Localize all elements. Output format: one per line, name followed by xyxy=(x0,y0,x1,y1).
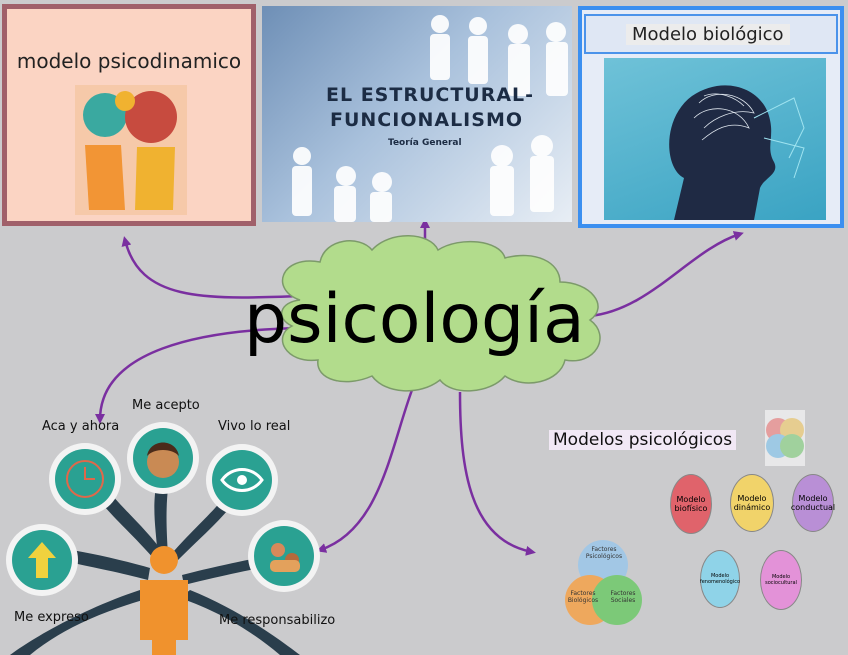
estructural-title-line2: FUNCIONALISMO xyxy=(330,109,523,131)
bubble-label: Modelo fenomenológico xyxy=(699,573,741,585)
venn-right-label: Factores Sociales xyxy=(610,590,636,604)
venn-left-label: Factores Biológicos xyxy=(567,590,599,604)
venn-top-label: Factores Psicológicos xyxy=(585,546,623,560)
person-body xyxy=(140,580,188,655)
paper-people-image xyxy=(292,15,568,222)
card-title: Modelo biológico xyxy=(626,24,790,45)
brain-head-image xyxy=(604,58,826,220)
arrow-to-biologico xyxy=(589,231,744,318)
estructural-title-line1: EL ESTRUCTURAL- xyxy=(326,84,535,106)
estructural-subtitle: Teoría General xyxy=(388,138,462,148)
venn-panel: Factores Psicológicos Factores Biológico… xyxy=(550,532,656,633)
bubble-modelo-biofisico: Modelo biofísico xyxy=(670,474,712,534)
arrow-to-gestalt xyxy=(95,326,301,424)
arrow-to-psicodinamico xyxy=(121,236,301,299)
bubble-modelo-dinamico: Modelo dinámico xyxy=(730,474,774,532)
cloud-shape xyxy=(281,235,601,392)
label-vivo-lo-real: Vivo lo real xyxy=(218,419,291,434)
arrow-to-responsabilizo xyxy=(316,389,414,553)
mini-venn-icon xyxy=(765,410,805,466)
bubble-modelo-conductual: Modelo conductual xyxy=(790,474,836,532)
label-me-expreso: Me expreso xyxy=(14,610,89,625)
bubble-label: Modelo dinámico xyxy=(733,494,771,512)
label-me-responsabilizo: Me responsabilizo xyxy=(219,613,336,628)
card-title: modelo psicodinamico xyxy=(16,49,242,73)
label-aca-y-ahora: Aca y ahora xyxy=(42,419,120,434)
venn-diagram xyxy=(565,540,642,625)
bubble-modelo-fenomenologico: Modelo fenomenológico xyxy=(700,550,740,608)
person-head xyxy=(150,546,178,574)
modelos-title: Modelos psicológicos xyxy=(549,430,737,450)
card-modelo-psicodinamico: modelo psicodinamico xyxy=(2,4,256,226)
card-estructural-funcionalismo: EL ESTRUCTURAL- FUNCIONALISMO Teoría Gen… xyxy=(262,6,572,222)
bubble-modelo-sociocultural: Modelo sociocultural xyxy=(760,550,802,610)
bubble-label: Modelo conductual xyxy=(790,494,836,512)
arrow-to-venn xyxy=(458,391,536,556)
bubble-label: Modelo sociocultural xyxy=(765,574,797,586)
bubble-label: Modelo biofísico xyxy=(674,495,708,513)
gears-heads-image xyxy=(75,85,187,215)
label-me-acepto: Me acepto xyxy=(132,398,200,413)
card-modelo-biologico: Modelo biológico xyxy=(578,6,844,228)
center-topic-label: psicología xyxy=(244,280,585,359)
